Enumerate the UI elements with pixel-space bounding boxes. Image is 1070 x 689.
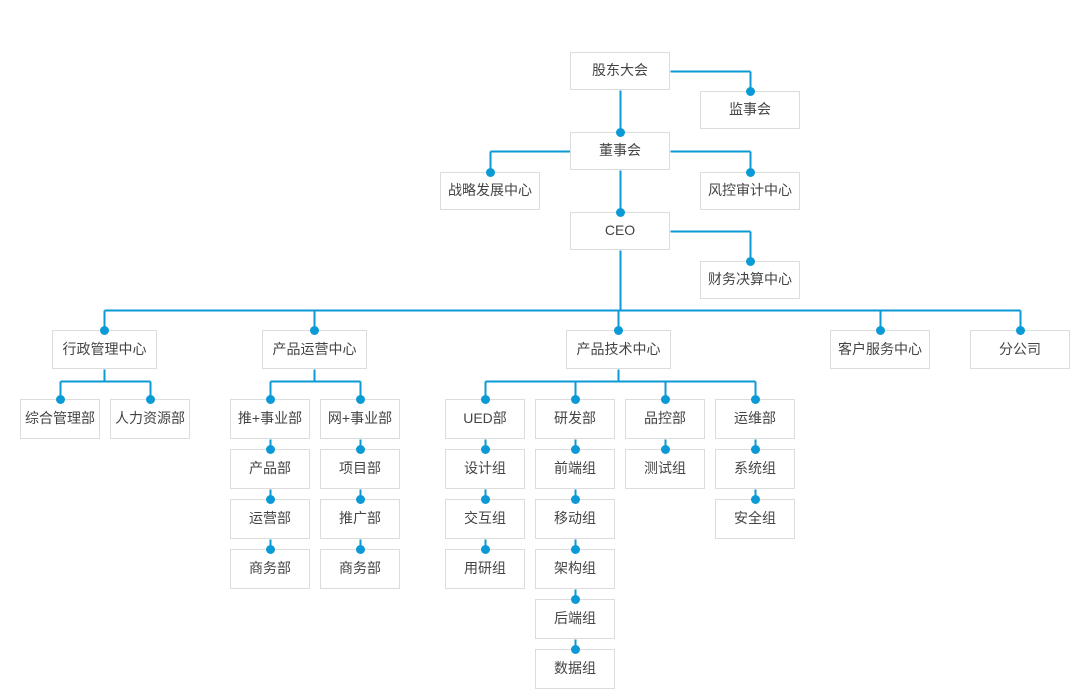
org-node[interactable]: 分公司 [970, 330, 1070, 369]
org-node[interactable]: 网+事业部 [320, 399, 400, 439]
connector-dot [1015, 325, 1025, 335]
org-node[interactable]: 产品部 [230, 449, 310, 489]
connector-dot [745, 256, 755, 266]
org-node[interactable]: 股东大会 [570, 52, 670, 90]
connector-dot [480, 494, 490, 504]
connector-dot [310, 325, 319, 335]
connector-dot [55, 394, 65, 404]
org-node[interactable]: 运维部 [715, 399, 795, 439]
org-node[interactable]: 后端组 [535, 599, 615, 639]
org-node[interactable]: 客户服务中心 [830, 330, 930, 369]
org-node[interactable]: 项目部 [320, 449, 400, 489]
connector-dot [614, 325, 623, 335]
org-node[interactable]: 设计组 [445, 449, 525, 489]
org-node[interactable]: 品控部 [625, 399, 705, 439]
connector-dot [570, 594, 580, 604]
org-node[interactable]: 产品技术中心 [566, 330, 671, 369]
org-node[interactable]: 系统组 [715, 449, 795, 489]
org-node[interactable]: 商务部 [230, 549, 310, 589]
org-node[interactable]: 推广部 [320, 499, 400, 539]
connector-dot [750, 444, 760, 454]
connector-dot [875, 325, 885, 335]
connector-dot [355, 544, 365, 554]
org-node[interactable]: 行政管理中心 [52, 330, 157, 369]
connector-dot [355, 494, 365, 504]
org-node[interactable]: 架构组 [535, 549, 615, 589]
org-node[interactable]: 数据组 [535, 649, 615, 689]
connector-dot [355, 394, 365, 404]
connector-dot [745, 86, 755, 96]
org-node[interactable]: 安全组 [715, 499, 795, 539]
connector-dot [750, 394, 760, 404]
connector-dot [615, 127, 625, 137]
connector-dot [570, 544, 580, 554]
org-node[interactable]: 综合管理部 [20, 399, 100, 439]
org-node[interactable]: 推+事业部 [230, 399, 310, 439]
org-node[interactable]: 用研组 [445, 549, 525, 589]
org-node[interactable]: 商务部 [320, 549, 400, 589]
connector-dot [750, 494, 760, 504]
connector-dot [480, 444, 490, 454]
connector-dot [265, 544, 275, 554]
org-node[interactable]: CEO [570, 212, 670, 250]
connector-dot [480, 394, 490, 404]
connector-dot [570, 444, 580, 454]
connector-dot [100, 325, 109, 335]
connector-dot [145, 394, 155, 404]
org-node[interactable]: 产品运营中心 [262, 330, 367, 369]
org-node[interactable]: 战略发展中心 [440, 172, 540, 210]
org-node[interactable]: 前端组 [535, 449, 615, 489]
connector-dot [485, 167, 495, 177]
connector-dot [355, 444, 365, 454]
connector-dot [265, 494, 275, 504]
org-node[interactable]: 人力资源部 [110, 399, 190, 439]
org-node[interactable]: 风控审计中心 [700, 172, 800, 210]
connector-dot [660, 394, 670, 404]
connector-dot [660, 444, 670, 454]
org-node[interactable]: 研发部 [535, 399, 615, 439]
connector-dot [480, 544, 490, 554]
connector-dot [570, 494, 580, 504]
org-node[interactable]: UED部 [445, 399, 525, 439]
connector-dot [265, 394, 275, 404]
connector-dot [745, 167, 755, 177]
org-node[interactable]: 财务决算中心 [700, 261, 800, 299]
org-node[interactable]: 运营部 [230, 499, 310, 539]
org-node[interactable]: 移动组 [535, 499, 615, 539]
connector-dot [570, 394, 580, 404]
org-node[interactable]: 测试组 [625, 449, 705, 489]
org-node[interactable]: 监事会 [700, 91, 800, 129]
connector-dot [615, 207, 625, 217]
connector-dot [570, 644, 580, 654]
connector-dot [265, 444, 275, 454]
org-node[interactable]: 交互组 [445, 499, 525, 539]
org-node[interactable]: 董事会 [570, 132, 670, 170]
